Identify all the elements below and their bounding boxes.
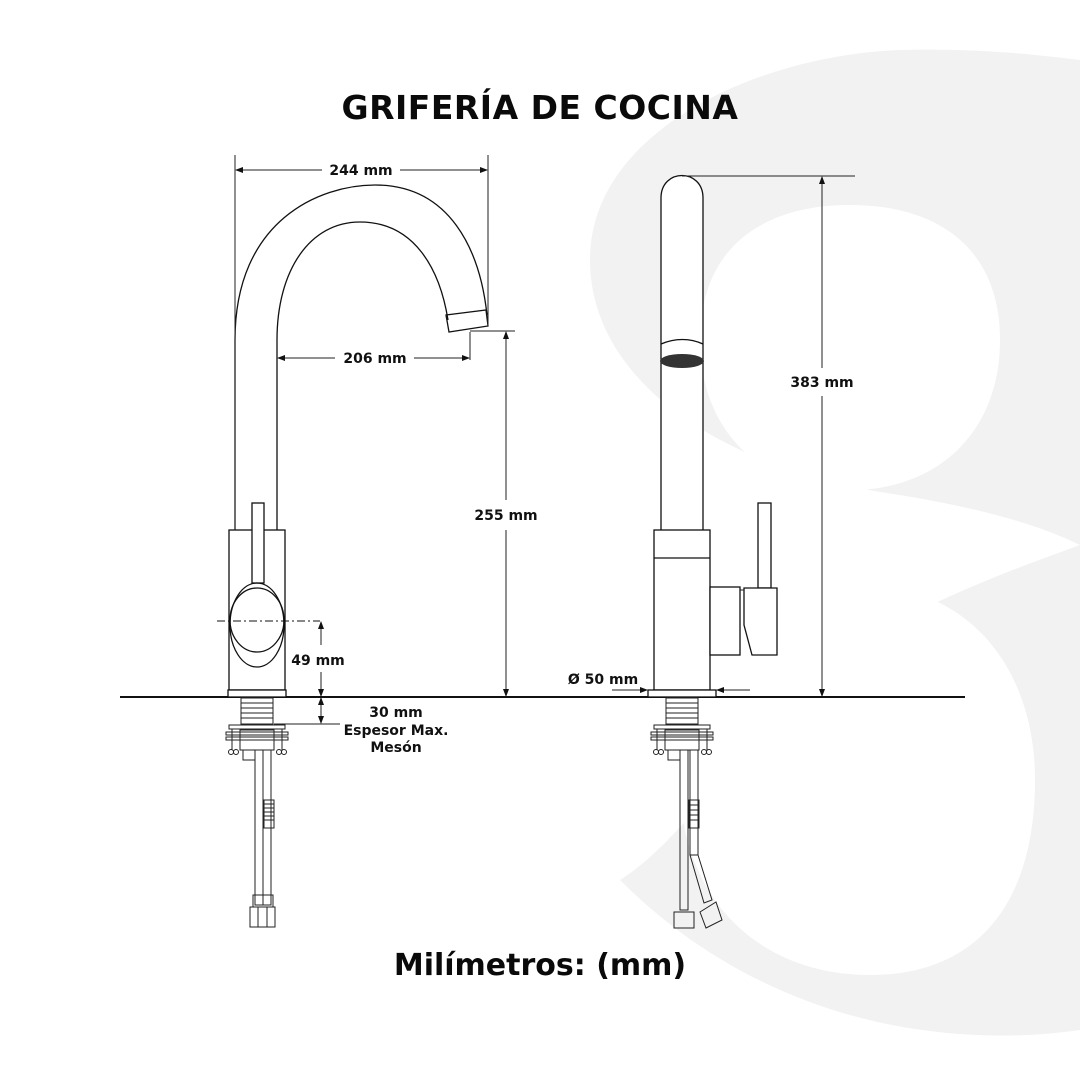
page-title: GRIFERÍA DE COCINA <box>341 88 739 127</box>
front-thread <box>225 697 289 928</box>
dim-206: 206 mm <box>343 351 406 367</box>
dim-diameter-50: Ø 50 mm <box>568 672 638 688</box>
dim-244: 244 mm <box>329 163 392 179</box>
side-view-faucet <box>612 175 855 929</box>
watermark-logo-8 <box>590 49 1080 1036</box>
dim-espesor: Espesor Max. <box>344 723 449 739</box>
units-caption: Milímetros: (mm) <box>393 948 687 983</box>
dim-255: 255 mm <box>474 508 537 524</box>
side-thread <box>650 697 723 929</box>
dim-30: 30 mm <box>369 705 423 721</box>
dim-meson: Mesón <box>370 740 421 756</box>
dim-383: 383 mm <box>790 375 853 391</box>
dim-49: 49 mm <box>291 653 345 669</box>
front-view-faucet <box>217 155 515 928</box>
aerator <box>660 354 704 368</box>
